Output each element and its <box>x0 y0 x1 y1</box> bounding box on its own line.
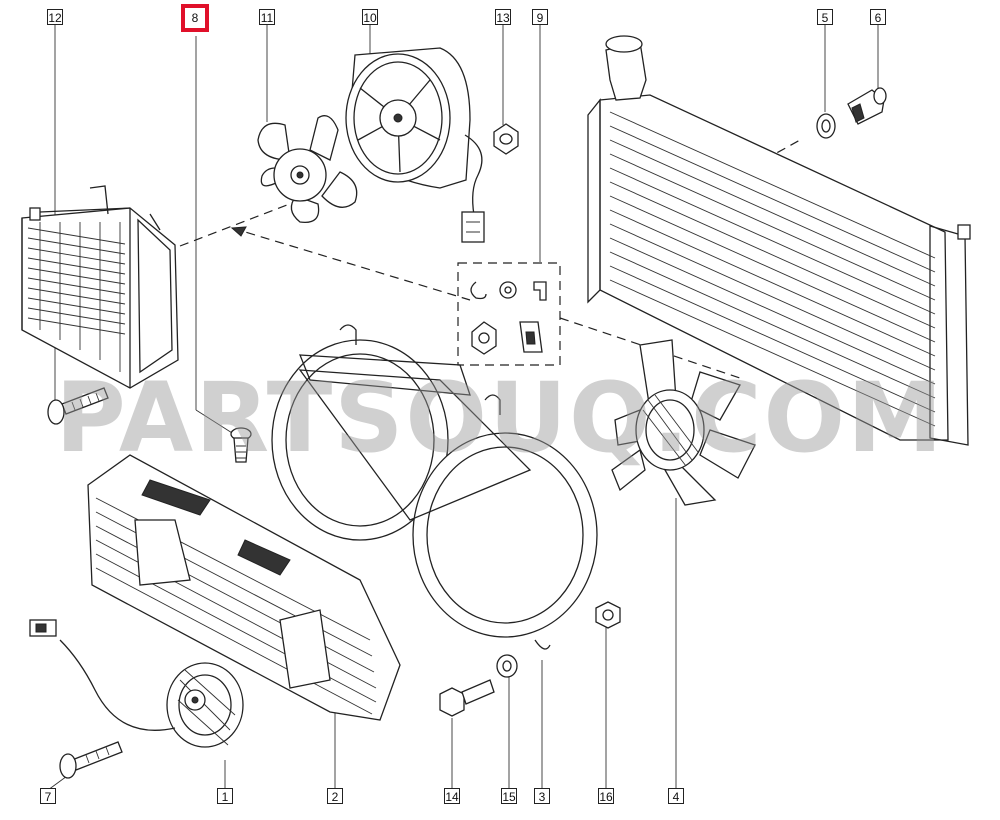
nut-16 <box>595 601 621 629</box>
clip-8 <box>230 427 252 463</box>
fastener-kit <box>457 262 561 366</box>
washer-15 <box>496 654 518 678</box>
callout-13[interactable]: 13 <box>495 9 511 25</box>
callout-12[interactable]: 12 <box>47 9 63 25</box>
callout-9[interactable]: 9 <box>532 9 548 25</box>
auxiliary-radiator <box>21 185 179 389</box>
callout-16[interactable]: 16 <box>598 788 614 804</box>
fan-shroud-3 <box>271 324 598 650</box>
callout-6[interactable]: 6 <box>870 9 886 25</box>
temperature-sensor-6 <box>847 87 887 125</box>
callout-10[interactable]: 10 <box>362 9 378 25</box>
electric-fan-assembly <box>345 47 485 243</box>
callout-8-highlighted[interactable]: 8 <box>181 4 209 32</box>
callout-15[interactable]: 15 <box>501 788 517 804</box>
main-radiator <box>587 35 971 446</box>
callout-4[interactable]: 4 <box>668 788 684 804</box>
fan-motor-1 <box>29 619 244 748</box>
callout-11[interactable]: 11 <box>259 9 275 25</box>
screw-12 <box>47 387 109 425</box>
callout-1[interactable]: 1 <box>217 788 233 804</box>
small-fan-blade <box>257 115 358 224</box>
engine-fan-4 <box>611 339 756 506</box>
callout-14[interactable]: 14 <box>444 788 460 804</box>
bolt-14 <box>439 679 495 717</box>
callout-7[interactable]: 7 <box>40 788 56 804</box>
callout-3[interactable]: 3 <box>534 788 550 804</box>
washer-5 <box>816 113 836 139</box>
leader-lines <box>47 25 879 791</box>
nut-13 <box>493 123 519 155</box>
screw-7 <box>59 741 123 779</box>
callout-5[interactable]: 5 <box>817 9 833 25</box>
front-cowl-2 <box>87 454 401 721</box>
callout-2[interactable]: 2 <box>327 788 343 804</box>
